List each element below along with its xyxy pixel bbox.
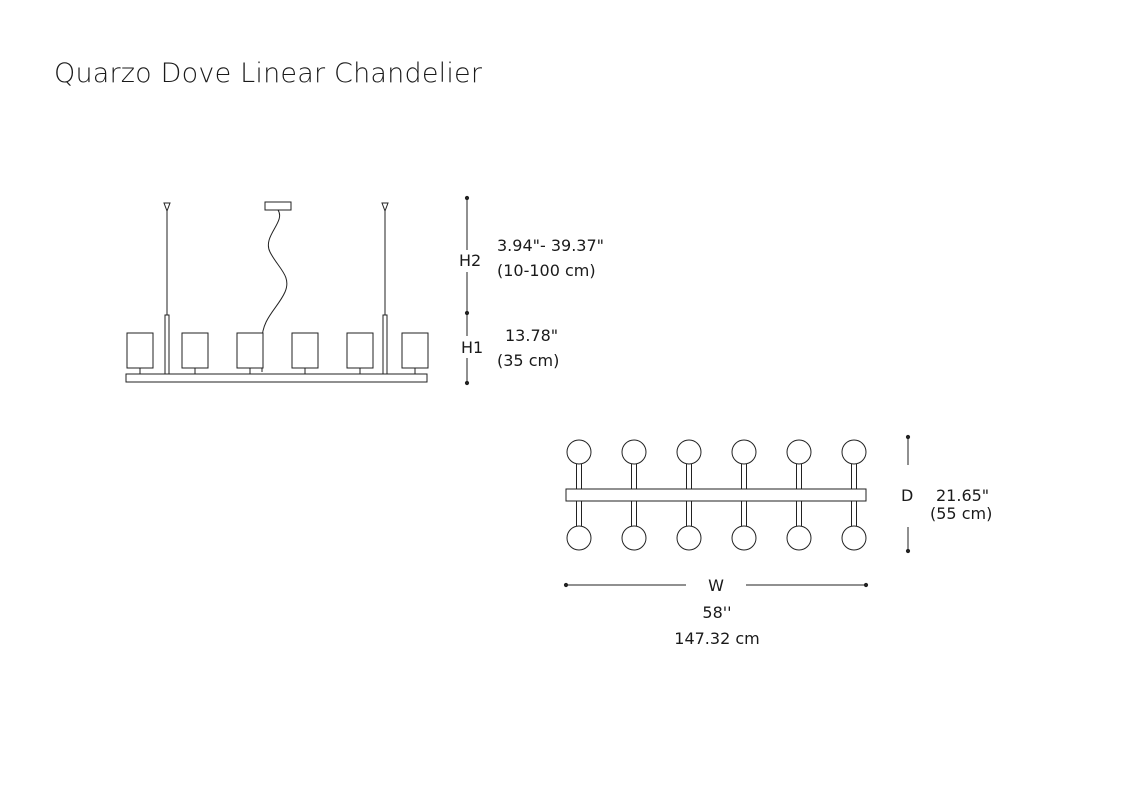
plan-view xyxy=(563,434,911,588)
d-imperial-value: 21.65" xyxy=(936,486,989,505)
h1-label: H1 xyxy=(461,338,483,357)
h1-metric-value: (35 cm) xyxy=(497,351,559,370)
suspension-cable-left xyxy=(163,202,171,376)
ceiling-canopy xyxy=(264,201,292,211)
h2-imperial-value: 3.94"- 39.37" xyxy=(497,236,604,255)
page-title: Quarzo Dove Linear Chandelier xyxy=(54,58,483,89)
plan-globe-bottom xyxy=(566,525,592,551)
front-elevation-view xyxy=(125,195,479,386)
d-label: D xyxy=(901,486,913,505)
h2-label: H2 xyxy=(459,251,481,270)
plan-globe-bottom xyxy=(621,525,647,551)
plan-globe-top xyxy=(676,439,702,465)
plan-globe-bottom xyxy=(731,525,757,551)
h2-metric-value: (10-100 cm) xyxy=(497,261,596,280)
power-cord xyxy=(261,209,288,372)
plan-globe-bottom xyxy=(841,525,867,551)
d-metric-value: (55 cm) xyxy=(930,504,992,523)
front-shade xyxy=(181,332,209,369)
w-imperial-value: 58'' xyxy=(702,603,731,622)
plan-globe-top xyxy=(841,439,867,465)
plan-globe-top xyxy=(731,439,757,465)
width-dimension-line xyxy=(563,582,869,588)
plan-globe-top xyxy=(786,439,812,465)
depth-dimension-line xyxy=(905,434,911,554)
front-shade xyxy=(126,332,154,369)
front-shade xyxy=(401,332,429,369)
front-shade xyxy=(291,332,319,369)
front-body-bar xyxy=(125,373,428,383)
plan-globe-bottom xyxy=(786,525,812,551)
plan-globe-top xyxy=(621,439,647,465)
height-dimension-line xyxy=(455,195,479,386)
w-label: W xyxy=(708,576,724,595)
h1-imperial-value: 13.78" xyxy=(505,326,558,345)
w-metric-value: 147.32 cm xyxy=(674,629,759,648)
front-shade xyxy=(236,332,264,369)
plan-globe-top xyxy=(566,439,592,465)
plan-globe-bottom xyxy=(676,525,702,551)
suspension-cable-right xyxy=(381,202,389,376)
plan-body-bar xyxy=(565,488,867,502)
front-shade xyxy=(346,332,374,369)
